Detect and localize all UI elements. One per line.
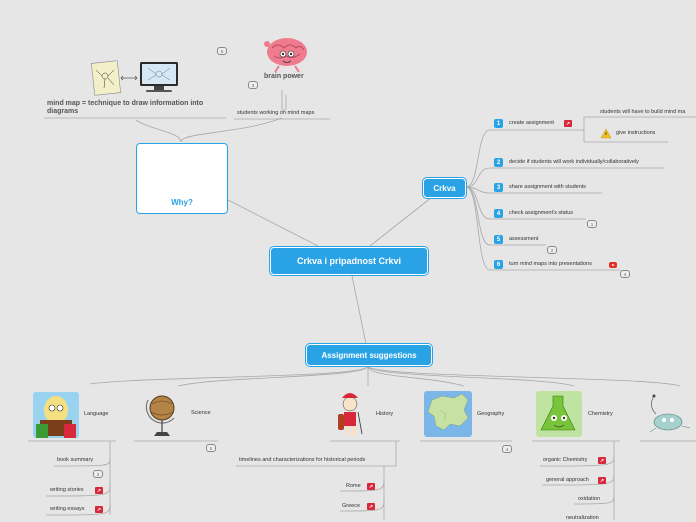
assignment-suggestions-label: Assignment suggestions (321, 350, 417, 360)
instructions-text[interactable]: give instructions (616, 130, 656, 136)
step-label[interactable]: turn mind maps into presentations (509, 261, 592, 267)
history-item[interactable]: timelines and characterizations for hist… (239, 457, 366, 463)
step-number: 1 (494, 119, 503, 128)
why-node[interactable]: Why? (136, 143, 228, 214)
students-working-text[interactable]: students working on mind maps (237, 110, 315, 116)
count-badge[interactable]: 2 (93, 470, 103, 478)
crkva-node[interactable]: Crkva (423, 178, 466, 198)
build-mind-map-text[interactable]: students will have to build mind ma (600, 109, 686, 115)
assignment-suggestions-node[interactable]: Assignment suggestions (306, 344, 432, 366)
chemistry-item[interactable]: general approach (546, 477, 589, 483)
scholar-illustration (33, 392, 79, 438)
chemistry-item[interactable]: organic Chemistry (543, 457, 588, 463)
step-number: 2 (494, 158, 503, 167)
language-item[interactable]: book summary (57, 457, 94, 463)
microbe-illustration (649, 394, 691, 433)
count-badge[interactable]: 5 (206, 444, 216, 452)
topic-geography[interactable]: Geography (477, 411, 505, 417)
step-number: 4 (494, 209, 503, 218)
link-icon[interactable]: ↗ (367, 483, 375, 490)
language-item[interactable]: writing essays (50, 506, 85, 512)
europe-map-illustration (424, 391, 472, 437)
topic-chemistry[interactable]: Chemistry (588, 411, 613, 417)
link-icon[interactable]: ↗ (95, 506, 103, 513)
chemistry-item[interactable]: oxidation (578, 496, 601, 502)
topic-science[interactable]: Science (191, 410, 211, 416)
roman-soldier-illustration (338, 393, 363, 436)
chemistry-item[interactable]: neutralization (566, 515, 599, 521)
brain-icon (264, 38, 307, 73)
step-number: 6 (494, 260, 503, 269)
step-number: 5 (494, 235, 503, 244)
count-badge[interactable]: 5 (217, 47, 227, 55)
step-label[interactable]: check assignment's status (509, 210, 574, 216)
link-icon[interactable]: ↗ (564, 120, 572, 127)
warning-icon (600, 128, 612, 139)
globe-illustration (145, 395, 175, 436)
step-label[interactable]: decide if students will work individuall… (509, 159, 639, 165)
language-item[interactable]: writing stories (50, 487, 84, 493)
step-label[interactable]: assessment (509, 236, 539, 242)
count-badge[interactable]: 4 (620, 270, 630, 278)
link-icon[interactable]: ↗ (598, 457, 606, 464)
link-icon[interactable]: ↗ (95, 487, 103, 494)
link-icon[interactable]: ↗ (598, 477, 606, 484)
youtube-icon[interactable] (609, 262, 617, 268)
paper-to-computer-image (91, 60, 178, 96)
count-badge[interactable]: 2 (547, 246, 557, 254)
history-sub-item[interactable]: Rome (346, 483, 361, 489)
link-icon[interactable]: ↗ (367, 503, 375, 510)
step-label[interactable]: create assignment (509, 120, 554, 126)
topic-history[interactable]: History (376, 411, 394, 417)
step-number: 3 (494, 183, 503, 192)
history-sub-item[interactable]: Greece (342, 503, 361, 509)
step-label[interactable]: share assignment with students (509, 184, 587, 190)
count-badge[interactable]: 4 (502, 445, 512, 453)
brain-power-label[interactable]: brain power (264, 73, 304, 80)
central-topic-label: Crkva i pripadnost Crkvi (296, 256, 402, 266)
definition-text[interactable]: mind map = technique to draw information… (47, 100, 204, 116)
count-badge[interactable]: 1 (587, 220, 597, 228)
count-badge[interactable]: 3 (248, 81, 258, 89)
crkva-label: Crkva (433, 183, 456, 193)
why-label: Why? (171, 198, 193, 207)
topic-language[interactable]: Language (84, 411, 109, 417)
flask-illustration (536, 391, 582, 437)
central-topic[interactable]: Crkva i pripadnost Crkvi (270, 247, 428, 275)
